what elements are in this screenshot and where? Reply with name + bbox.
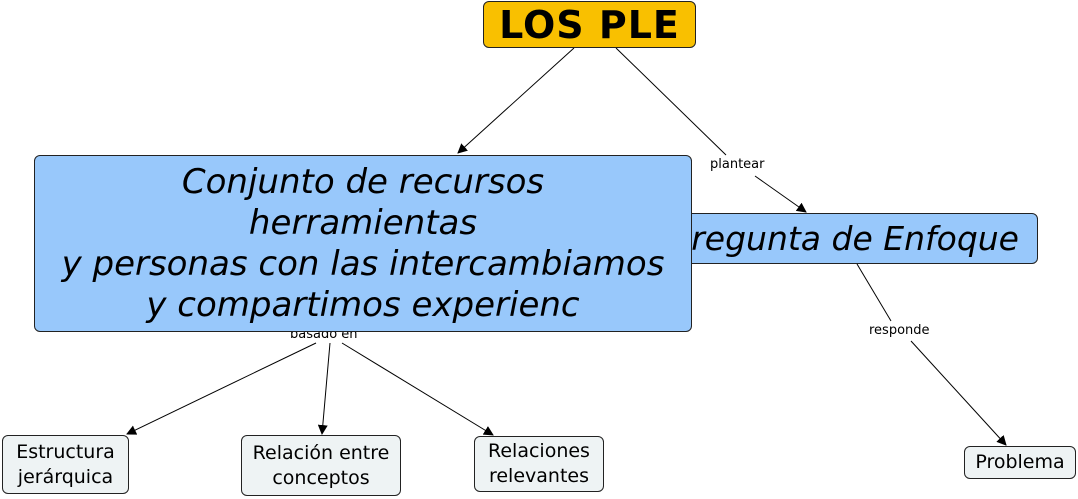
edge-basado-to-relevant [341,342,494,436]
edge-basado-to-structure [126,342,317,435]
edge-basado-to-relation [317,342,331,435]
relation-concept-node[interactable]: Relación entre conceptos [241,435,401,496]
edge-root-to-plantear [615,47,727,156]
link-label-responde: responde [867,323,932,338]
edge-plantear-to-focus [754,175,807,213]
definition-concept-node[interactable]: Conjunto de recursos herramientas y pers… [34,155,692,332]
edge-responde-to-problem [910,340,1007,446]
edge-root-to-definition [457,47,575,154]
edge-focus-to-responde [856,263,892,322]
relevant-relations-node[interactable]: Relaciones relevantes [474,436,604,492]
link-label-plantear: plantear [708,157,767,172]
structure-concept-node[interactable]: Estructura jerárquica [2,435,129,494]
problem-concept-node[interactable]: Problema [964,446,1076,479]
root-concept-node[interactable]: LOS PLE [483,1,696,48]
focus-question-node[interactable]: Pregunta de Enfoque [600,213,1038,264]
